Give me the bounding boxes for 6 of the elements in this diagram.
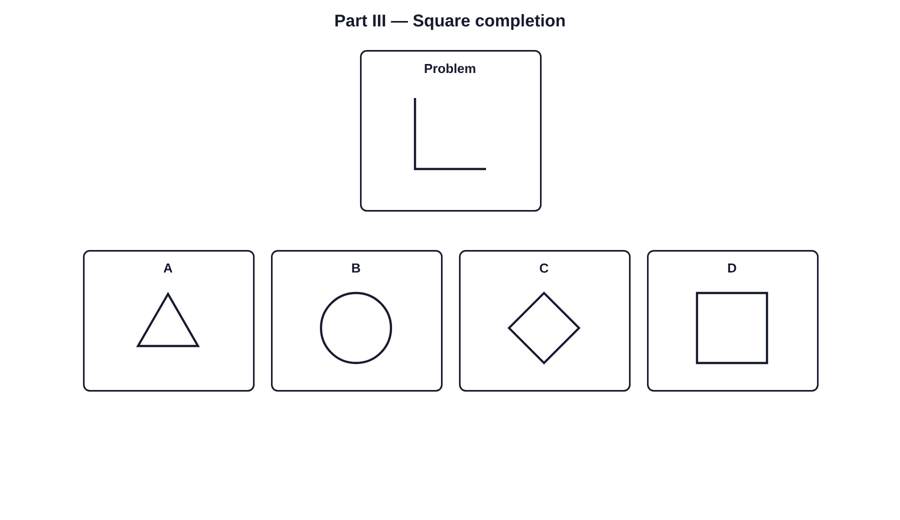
option-card: C [459,250,631,392]
option-card: B [271,250,443,392]
option-card: D [647,250,819,392]
option-card: Problem [360,50,542,212]
option-card: A [83,250,255,392]
title: Part III — Square completion [335,14,565,30]
